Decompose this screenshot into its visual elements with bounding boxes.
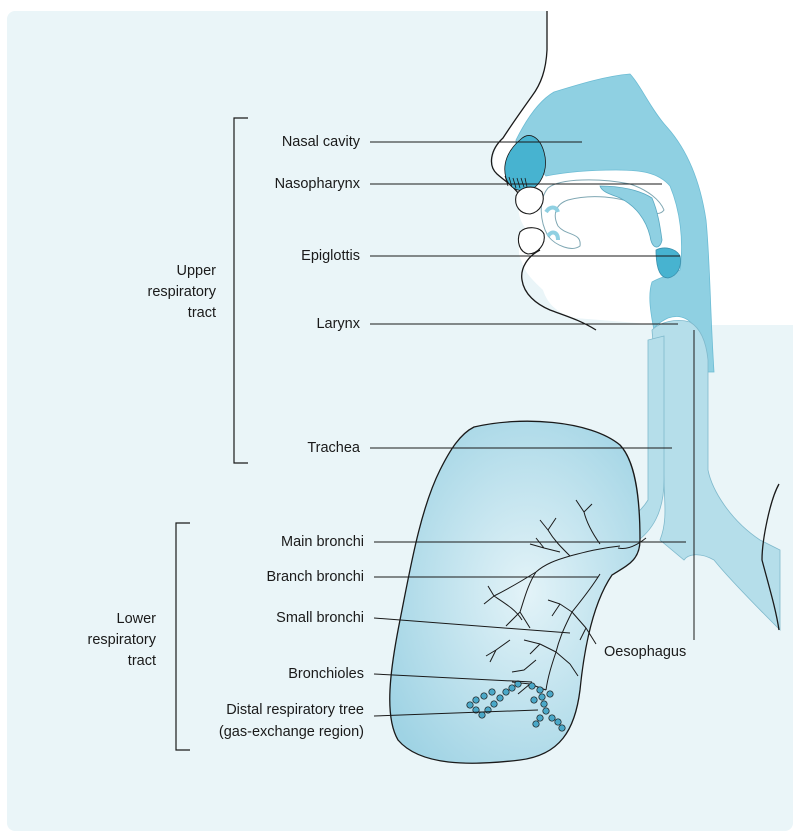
label-main-bronchi: Main bronchi: [281, 534, 364, 550]
upper-tract-label-line3: tract: [188, 305, 216, 321]
upper-tract-label-line1: Upper: [177, 263, 217, 279]
lower-tract-label-line1: Lower: [117, 611, 157, 627]
label-nasal-cavity: Nasal cavity: [282, 134, 361, 150]
label-branch-bronchi: Branch bronchi: [266, 569, 364, 585]
lower-tract-bracket: [176, 523, 190, 750]
label-larynx: Larynx: [316, 316, 360, 332]
lower-tract-label-line3: tract: [128, 653, 156, 669]
label-distal-tree-line2: (gas-exchange region): [219, 724, 364, 740]
lower-tract-label-line2: respiratory: [88, 632, 157, 648]
label-trachea: Trachea: [307, 440, 361, 456]
label-epiglottis: Epiglottis: [301, 248, 360, 264]
upper-tract-bracket: [234, 118, 248, 463]
label-bronchioles: Bronchioles: [288, 666, 364, 682]
label-distal-tree-line1: Distal respiratory tree: [226, 702, 364, 718]
label-small-bronchi: Small bronchi: [276, 610, 364, 626]
label-nasopharynx: Nasopharynx: [275, 176, 361, 192]
label-oesophagus: Oesophagus: [604, 644, 686, 660]
upper-tract-label-line2: respiratory: [148, 284, 217, 300]
lung: [390, 421, 640, 763]
trachea-oesophagus: [652, 320, 780, 630]
